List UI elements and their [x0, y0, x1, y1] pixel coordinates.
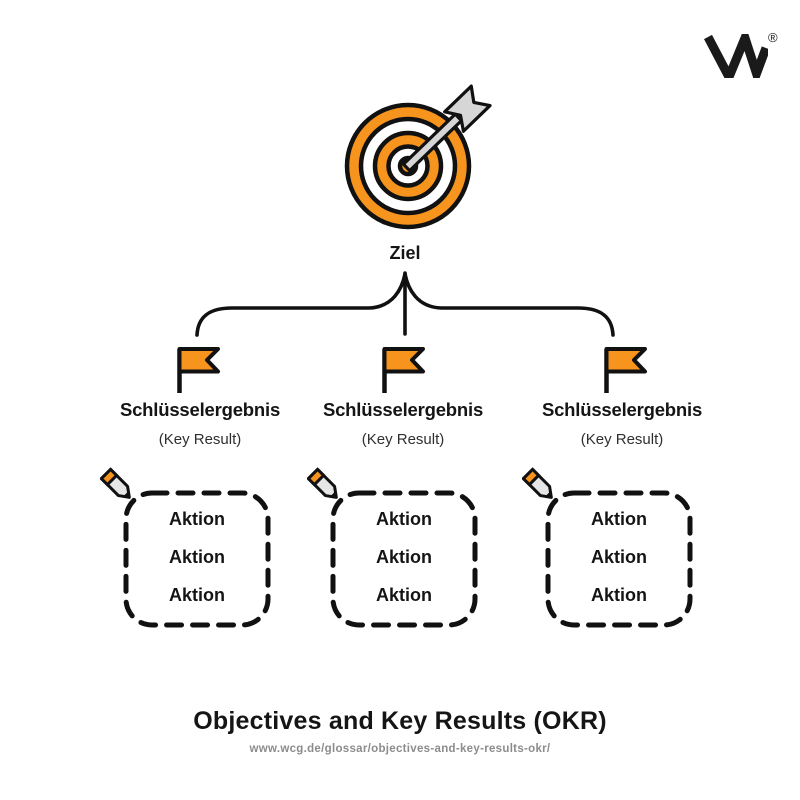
brand-logo: W	[704, 34, 768, 78]
action-list: Aktion Aktion Aktion	[545, 490, 693, 628]
action-label: Aktion	[376, 509, 432, 529]
pencil-icon	[100, 467, 138, 507]
dashed-action-box	[545, 490, 693, 628]
action-label: Aktion	[169, 509, 225, 529]
action-label: Aktion	[591, 547, 647, 567]
branch-connector	[180, 265, 630, 343]
flag-icon	[175, 346, 223, 396]
key-result-label: Schlüsselergebnis	[322, 399, 484, 420]
target-arrow-icon	[318, 76, 498, 256]
flag-icon	[602, 346, 650, 396]
action-label: Aktion	[169, 585, 225, 605]
dashed-action-box	[330, 490, 478, 628]
action-list: Aktion Aktion Aktion	[123, 490, 271, 628]
registered-trademark: ®	[768, 30, 778, 45]
source-url: www.wcg.de/glossar/objectives-and-key-re…	[249, 743, 551, 755]
key-result-label: Schlüsselergebnis	[541, 399, 703, 420]
brand-logo-w-icon: W	[704, 34, 768, 78]
objective-label: Ziel	[389, 243, 421, 263]
action-label: Aktion	[591, 585, 647, 605]
action-list: Aktion Aktion Aktion	[330, 490, 478, 628]
action-label: Aktion	[169, 547, 225, 567]
dashed-action-box	[123, 490, 271, 628]
action-label: Aktion	[376, 585, 432, 605]
key-result-label: Schlüsselergebnis	[119, 399, 281, 420]
flag-icon	[380, 346, 428, 396]
page-title: Objectives and Key Results (OKR)	[193, 707, 607, 735]
action-label: Aktion	[591, 509, 647, 529]
key-result-sublabel: (Key Result)	[361, 431, 445, 448]
key-result-sublabel: (Key Result)	[158, 431, 242, 448]
pencil-icon	[522, 467, 560, 507]
key-result-sublabel: (Key Result)	[580, 431, 664, 448]
pencil-icon	[307, 467, 345, 507]
action-label: Aktion	[376, 547, 432, 567]
dart-arrow-icon	[401, 84, 492, 173]
